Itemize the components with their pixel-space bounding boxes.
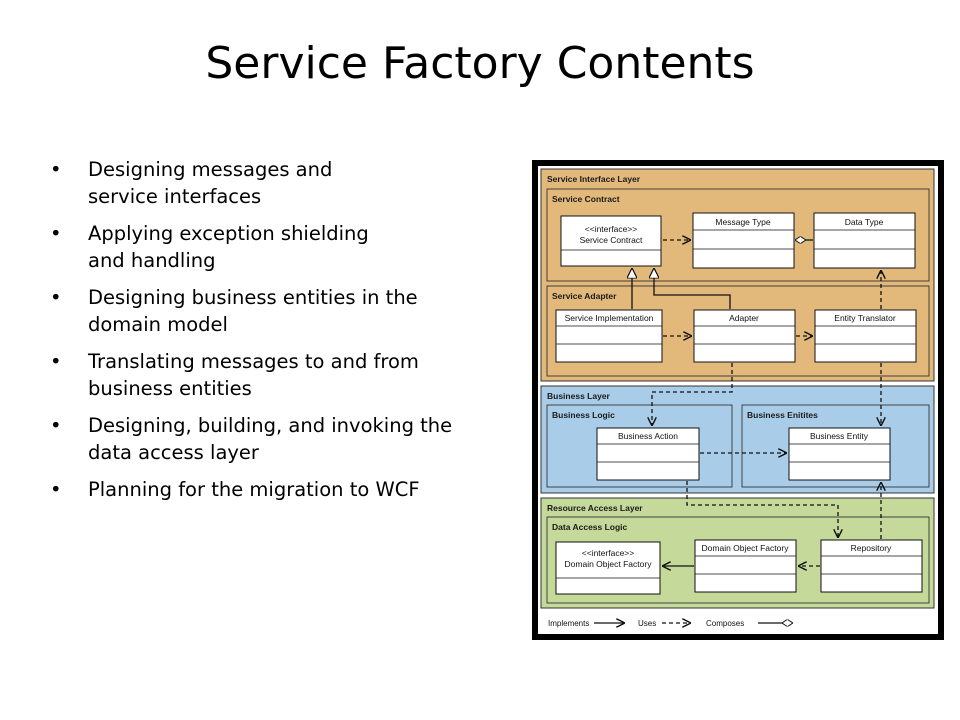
domain-object-factory-interface-box: <<interface>> Domain Object Factory xyxy=(555,541,661,595)
bullet-text: Translating messages to and from xyxy=(88,350,419,373)
bullet-text: data access layer xyxy=(88,441,259,464)
legend-composes-label: Composes xyxy=(706,619,744,628)
bullet-text: Designing business entities in the xyxy=(88,286,418,309)
service-interface-layer-title: Service Interface Layer xyxy=(547,174,641,184)
service-implementation-label: Service Implementation xyxy=(565,313,654,323)
message-type-label: Message Type xyxy=(715,217,770,227)
data-type-label: Data Type xyxy=(845,217,884,227)
service-adapter-title: Service Adapter xyxy=(552,291,617,301)
service-contract-box: <<interface>> Service Contract xyxy=(560,215,662,267)
bullet-text: Planning for the migration to WCF xyxy=(88,478,420,501)
bullet-text: Designing messages and xyxy=(88,158,333,181)
bullet-text: business entities xyxy=(88,377,252,400)
adapter-label: Adapter xyxy=(729,313,759,323)
business-action-label: Business Action xyxy=(618,431,678,441)
legend-implements-label: Implements xyxy=(548,619,589,628)
entity-translator-box: Entity Translator xyxy=(814,309,917,363)
message-type-box: Message Type xyxy=(692,212,795,269)
bullet-list: Designing messages and service interface… xyxy=(48,156,518,513)
repository-box: Repository xyxy=(820,539,923,593)
bullet-item: Planning for the migration to WCF xyxy=(48,476,518,503)
service-contract-title: Service Contract xyxy=(552,194,620,204)
resource-access-layer-title: Resource Access Layer xyxy=(547,503,643,513)
business-action-box: Business Action xyxy=(596,427,700,481)
data-type-box: Data Type xyxy=(813,212,916,269)
uses-arrow xyxy=(652,363,733,425)
bullet-text: service interfaces xyxy=(88,185,262,208)
bullet-item: Applying exception shielding and handlin… xyxy=(48,220,518,274)
bullet-item: Translating messages to and from busines… xyxy=(48,348,518,402)
bullet-item: Designing business entities in the domai… xyxy=(48,284,518,338)
domain-object-factory-box: Domain Object Factory xyxy=(694,539,797,593)
bullet-text: and handling xyxy=(88,249,216,272)
diagram-legend: Implements Uses Composes xyxy=(541,612,934,632)
service-contract-label: Service Contract xyxy=(580,235,643,245)
adapter-box: Adapter xyxy=(693,309,796,363)
business-entities-title: Business Enitites xyxy=(747,410,818,420)
bullet-text: domain model xyxy=(88,313,228,336)
domain-object-factory-interface-label: Domain Object Factory xyxy=(565,559,653,569)
business-layer-title: Business Layer xyxy=(547,391,611,401)
bullet-text: Designing, building, and invoking the xyxy=(88,414,453,437)
entity-translator-label: Entity Translator xyxy=(834,313,896,323)
legend-uses-label: Uses xyxy=(638,619,656,628)
interface-stereotype: <<interface>> xyxy=(582,548,634,558)
business-logic-title: Business Logic xyxy=(552,410,615,420)
bullet-text: Applying exception shielding xyxy=(88,222,369,245)
repository-label: Repository xyxy=(851,543,892,553)
bullet-item: Designing messages and service interface… xyxy=(48,156,518,210)
interface-stereotype: <<interface>> xyxy=(585,224,637,234)
architecture-diagram: Service Interface Layer Service Contract… xyxy=(532,160,944,640)
domain-object-factory-label: Domain Object Factory xyxy=(702,543,790,553)
bullet-item: Designing, building, and invoking the da… xyxy=(48,412,518,466)
uses-arrow xyxy=(686,481,838,537)
business-entity-box: Business Entity xyxy=(788,427,891,481)
data-access-logic-title: Data Access Logic xyxy=(552,522,628,532)
diagram-svg: Service Interface Layer Service Contract… xyxy=(538,166,938,634)
slide-title: Service Factory Contents xyxy=(205,38,755,89)
implements-arrow xyxy=(654,269,731,309)
service-implementation-box: Service Implementation xyxy=(555,309,663,363)
business-entity-label: Business Entity xyxy=(810,431,869,441)
